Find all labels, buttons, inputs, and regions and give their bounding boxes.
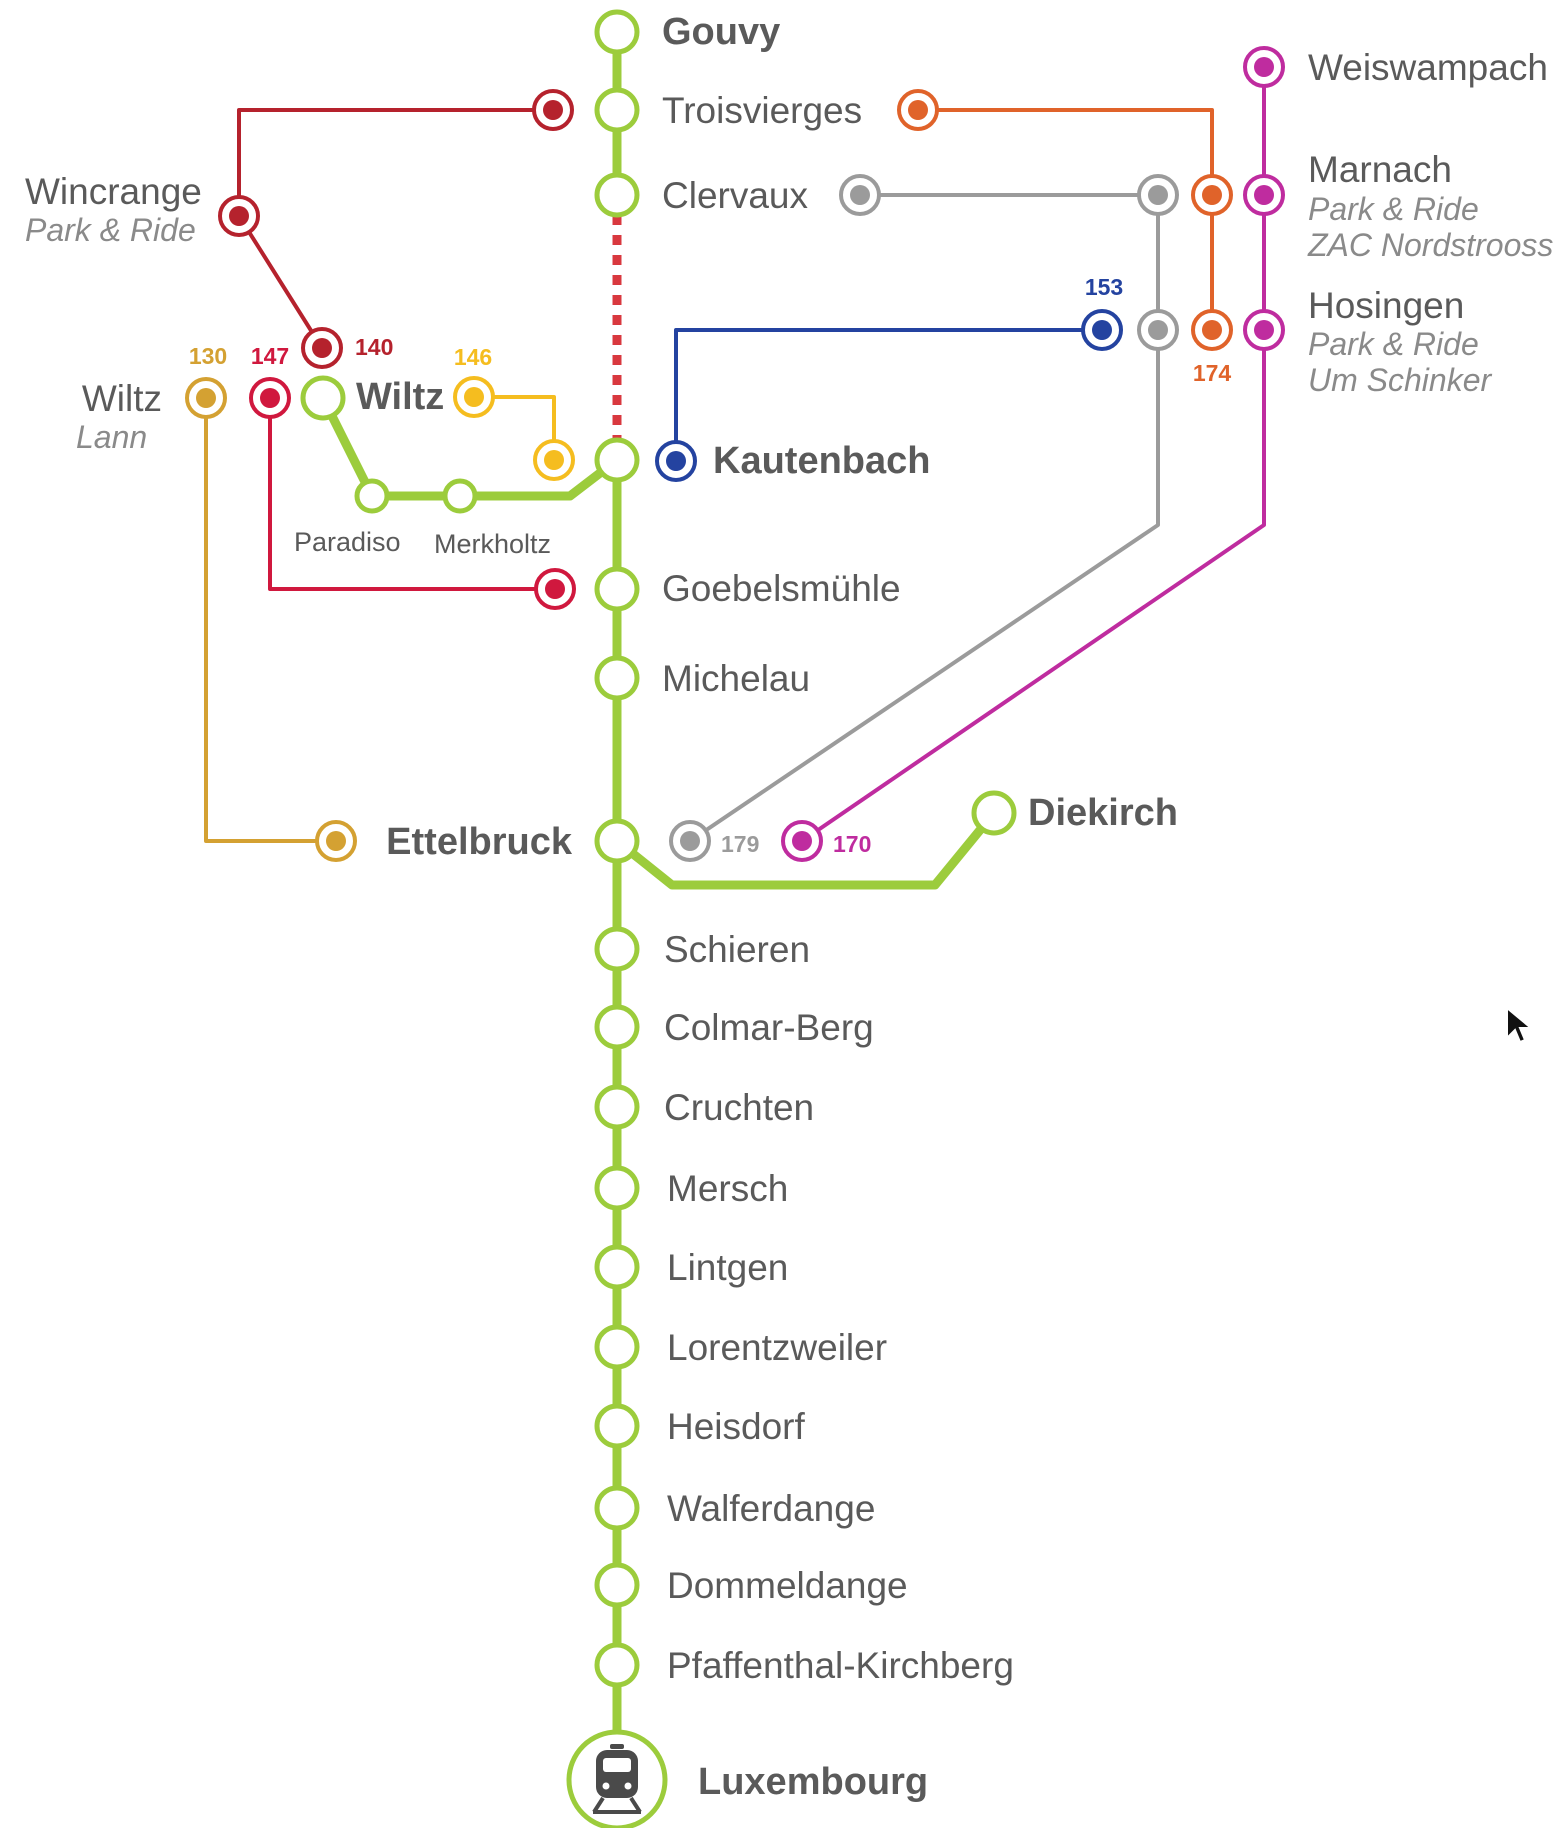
bus-line-170-route	[800, 67, 1266, 843]
station-paradiso-marker[interactable]	[354, 478, 390, 514]
station-heisdorf-marker[interactable]	[594, 1403, 640, 1449]
label-pfaffenthal-kirchberg: Pfaffenthal-Kirchberg	[667, 1645, 1014, 1686]
bus-stop-170-hosingen[interactable]	[1243, 309, 1285, 351]
station-kautenbach-marker[interactable]	[594, 437, 640, 483]
station-luxembourg-terminus[interactable]	[566, 1729, 668, 1828]
line-number-153: 153	[1085, 274, 1123, 300]
station-pfaffenthal-marker[interactable]	[594, 1642, 640, 1688]
label-kautenbach: Kautenbach	[713, 440, 930, 482]
label-wiltz-lann: Wiltz	[82, 378, 162, 419]
line-number-146: 146	[454, 344, 492, 370]
station-goebelsmuhle-marker[interactable]	[594, 566, 640, 612]
station-lorentzweiler-marker[interactable]	[594, 1324, 640, 1370]
bus-stop-153-hosingen[interactable]	[1081, 309, 1123, 351]
label-hosingen-sub2: Um Schinker	[1308, 362, 1493, 398]
bus-stop-170-ettelbruck[interactable]	[781, 820, 823, 862]
label-weiswampach: Weiswampach	[1308, 47, 1548, 88]
bus-stop-146-kautenbach[interactable]	[533, 439, 575, 481]
station-troisvierges-marker[interactable]	[594, 87, 640, 133]
label-mersch: Mersch	[667, 1168, 788, 1209]
station-lintgen-marker[interactable]	[594, 1244, 640, 1290]
bus-line-130-route	[204, 398, 336, 843]
train-icon	[592, 1744, 642, 1814]
label-hosingen: Hosingen	[1308, 285, 1464, 326]
label-michelau: Michelau	[662, 658, 810, 699]
bus-stop-179-ettelbruck[interactable]	[669, 820, 711, 862]
label-troisvierges: Troisvierges	[662, 90, 862, 131]
label-luxembourg: Luxembourg	[698, 1761, 928, 1803]
station-diekirch-marker[interactable]	[971, 790, 1017, 836]
label-goebelsmuhle: Goebelsmühle	[662, 568, 901, 609]
station-cruchten-marker[interactable]	[594, 1084, 640, 1130]
bus-line-174-route	[918, 108, 1214, 330]
bus-stop-179-clervaux[interactable]	[839, 174, 881, 216]
label-clervaux: Clervaux	[662, 175, 808, 216]
label-wiltz-lann-sub: Lann	[76, 419, 147, 455]
station-michelau-marker[interactable]	[594, 655, 640, 701]
rail-branch-diekirch	[612, 808, 999, 890]
line-number-147: 147	[251, 343, 289, 369]
label-cruchten: Cruchten	[664, 1087, 814, 1128]
label-diekirch: Diekirch	[1028, 792, 1178, 834]
bus-stop-170-weiswampach[interactable]	[1243, 46, 1285, 88]
bus-line-140-route	[237, 108, 553, 350]
label-marnach-sub2: ZAC Nordstrooss	[1307, 227, 1553, 263]
station-clervaux-marker[interactable]	[594, 172, 640, 218]
bus-stop-174-troisvierges[interactable]	[897, 89, 939, 131]
bus-stop-174-marnach[interactable]	[1191, 174, 1233, 216]
label-ettelbruck: Ettelbruck	[386, 821, 573, 863]
label-gouvy: Gouvy	[662, 11, 780, 53]
label-hosingen-sub1: Park & Ride	[1308, 326, 1479, 362]
label-dommeldange: Dommeldange	[667, 1565, 908, 1606]
station-walferdange-marker[interactable]	[594, 1485, 640, 1531]
label-walferdange: Walferdange	[667, 1488, 875, 1529]
bus-stop-146-wiltz[interactable]	[453, 376, 495, 418]
bus-line-153-route	[674, 328, 1102, 461]
label-wincrange: Wincrange	[25, 171, 202, 212]
label-paradiso: Paradiso	[294, 527, 401, 557]
bus-stop-174-hosingen[interactable]	[1191, 309, 1233, 351]
bus-stop-140-troisvierges[interactable]	[532, 89, 574, 131]
bus-stop-140-wincrange[interactable]	[218, 195, 260, 237]
label-lorentzweiler: Lorentzweiler	[667, 1327, 887, 1368]
bus-stop-153-kautenbach[interactable]	[655, 440, 697, 482]
label-schieren: Schieren	[664, 929, 810, 970]
station-ettelbruck-marker[interactable]	[594, 818, 640, 864]
bus-line-179-route	[688, 193, 1160, 843]
line-number-174: 174	[1193, 360, 1232, 386]
station-mersch-marker[interactable]	[594, 1165, 640, 1211]
bus-stop-130-ettelbruck[interactable]	[315, 820, 357, 862]
bus-stop-147-wiltz[interactable]	[249, 377, 291, 419]
label-wiltz-station: Wiltz	[356, 376, 444, 418]
bus-stop-179-marnach[interactable]	[1137, 174, 1179, 216]
line-number-130: 130	[189, 343, 227, 369]
label-merkholtz: Merkholtz	[434, 529, 551, 559]
station-dommeldange-marker[interactable]	[594, 1562, 640, 1608]
bus-line-147-route	[268, 398, 555, 591]
bus-stop-170-marnach[interactable]	[1243, 174, 1285, 216]
label-colmar-berg: Colmar-Berg	[664, 1007, 874, 1048]
label-lintgen: Lintgen	[667, 1247, 788, 1288]
label-marnach: Marnach	[1308, 149, 1452, 190]
label-marnach-sub1: Park & Ride	[1308, 191, 1479, 227]
bus-stop-140-wiltz[interactable]	[301, 327, 343, 369]
label-heisdorf: Heisdorf	[667, 1406, 805, 1447]
station-wiltz-marker[interactable]	[300, 375, 346, 421]
station-merkholtz-marker[interactable]	[442, 478, 478, 514]
line-number-170: 170	[833, 831, 871, 857]
line-number-179: 179	[721, 831, 759, 857]
bus-stop-179-hosingen[interactable]	[1137, 309, 1179, 351]
label-wincrange-sub: Park & Ride	[25, 212, 196, 248]
bus-stop-147-goebelsmuhle[interactable]	[534, 568, 576, 610]
bus-stop-130-wiltz-lann[interactable]	[185, 377, 227, 419]
station-colmar-berg-marker[interactable]	[594, 1004, 640, 1050]
line-number-140: 140	[355, 334, 393, 360]
mouse-cursor-icon	[1506, 1006, 1534, 1044]
station-gouvy-marker[interactable]	[594, 9, 640, 55]
station-schieren-marker[interactable]	[594, 926, 640, 972]
